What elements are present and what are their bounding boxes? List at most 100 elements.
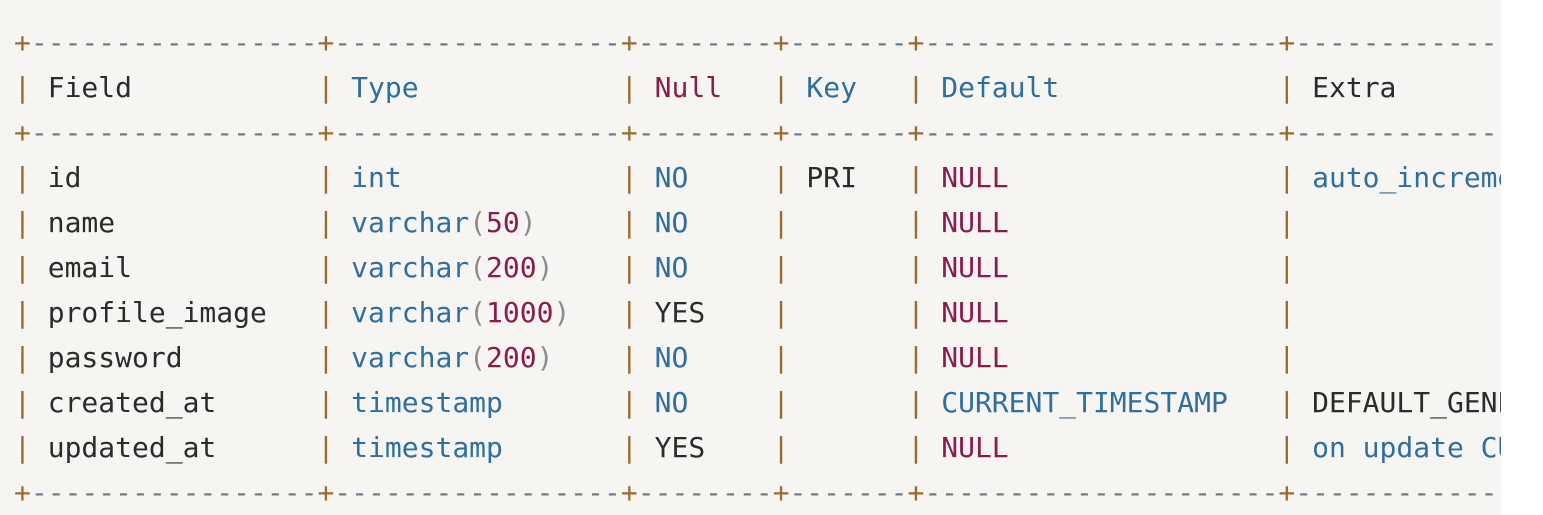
border-corner: + <box>620 116 638 149</box>
column-separator: | <box>14 296 31 329</box>
column-separator: | <box>620 161 638 194</box>
null-value: YES <box>654 431 706 464</box>
table-row: | email | varchar(200) | NO | | NULL | | <box>14 245 1501 290</box>
default-value: NULL <box>941 161 1009 194</box>
default-value: NULL <box>941 296 1009 329</box>
type-name: varchar <box>351 341 470 374</box>
border-corner: + <box>317 476 335 509</box>
border-corner: + <box>1278 116 1296 149</box>
field-name: name <box>47 206 116 239</box>
column-separator: | <box>1278 431 1296 464</box>
table-row: | created_at | timestamp | NO | | CURREN… <box>14 380 1501 425</box>
border-dashes: ----------------- <box>334 26 621 59</box>
table-row: | profile_image | varchar(1000) | YES | … <box>14 290 1501 335</box>
null-value: NO <box>654 161 689 194</box>
border-corner: + <box>1278 26 1296 59</box>
column-separator: | <box>1278 251 1296 284</box>
column-separator: | <box>317 341 335 374</box>
column-separator: | <box>1278 341 1296 374</box>
column-separator: | <box>1278 386 1296 419</box>
column-separator: | <box>14 341 31 374</box>
column-separator: | <box>14 386 31 419</box>
column-separator: | <box>907 161 925 194</box>
column-header-null: Null <box>654 71 723 104</box>
null-value: NO <box>654 341 689 374</box>
column-separator: | <box>317 386 335 419</box>
border-dashes: -------------------------------- <box>1295 26 1501 59</box>
field-name: updated_at <box>47 431 217 464</box>
column-separator: | <box>907 296 925 329</box>
type-length: 200 <box>486 251 537 284</box>
table-border-line: +-----------------+-----------------+---… <box>14 470 1501 515</box>
column-separator: | <box>907 71 925 104</box>
field-name: id <box>47 161 82 194</box>
column-separator: | <box>14 431 31 464</box>
code-block: +-----------------+-----------------+---… <box>0 0 1501 515</box>
border-dashes: ------- <box>789 476 908 509</box>
border-dashes: ----------------- <box>30 476 318 509</box>
table-border-line: +-----------------+-----------------+---… <box>14 20 1501 65</box>
type-name: timestamp <box>351 431 503 464</box>
type-length: 200 <box>486 341 537 374</box>
type-paren-close: ) <box>536 341 554 374</box>
border-corner: + <box>907 26 925 59</box>
column-separator: | <box>772 341 790 374</box>
column-separator: | <box>620 206 638 239</box>
table-row: | id | int | NO | PRI | NULL | auto_incr… <box>14 155 1501 200</box>
column-separator: | <box>1278 71 1296 104</box>
border-dashes: -------- <box>637 116 773 149</box>
column-separator: | <box>907 431 925 464</box>
column-separator: | <box>620 71 638 104</box>
column-separator: | <box>620 386 638 419</box>
border-corner: + <box>772 26 790 59</box>
column-separator: | <box>907 206 925 239</box>
column-separator: | <box>317 296 335 329</box>
table-row: | password | varchar(200) | NO | | NULL … <box>14 335 1501 380</box>
type-paren-open: ( <box>469 206 487 239</box>
mysql-describe-table: +-----------------+-----------------+---… <box>14 20 1501 515</box>
default-value: NULL <box>941 206 1009 239</box>
default-value: NULL <box>941 251 1009 284</box>
type-name: varchar <box>351 251 470 284</box>
null-value: NO <box>654 386 689 419</box>
border-corner: + <box>907 476 925 509</box>
column-header-type: Type <box>351 71 419 104</box>
border-corner: + <box>772 116 790 149</box>
border-corner: + <box>317 26 335 59</box>
border-corner: + <box>317 116 335 149</box>
table-row: | name | varchar(50) | NO | | NULL | | <box>14 200 1501 245</box>
table-header-row: | Field | Type | Null | Key | Default | … <box>14 65 1501 110</box>
border-corner: + <box>620 26 638 59</box>
default-value: NULL <box>941 431 1009 464</box>
extra-value: DEFAULT_GENERATED <box>1312 386 1501 419</box>
key-value: PRI <box>806 161 857 194</box>
column-header-key: Key <box>806 71 857 104</box>
column-separator: | <box>14 206 31 239</box>
field-name: email <box>47 251 133 284</box>
border-corner: + <box>907 116 925 149</box>
column-separator: | <box>14 251 31 284</box>
column-separator: | <box>772 161 790 194</box>
column-separator: | <box>317 431 335 464</box>
column-separator: | <box>14 161 31 194</box>
type-name: varchar <box>351 206 470 239</box>
column-separator: | <box>317 71 335 104</box>
column-separator: | <box>1278 296 1296 329</box>
column-separator: | <box>317 206 335 239</box>
column-separator: | <box>14 71 31 104</box>
column-separator: | <box>772 251 790 284</box>
default-value: CURRENT_TIMESTAMP <box>941 386 1228 419</box>
extra-value: on update CURRENT_TIMESTAMP <box>1312 431 1501 464</box>
column-header-default: Default <box>941 71 1060 104</box>
column-separator: | <box>1278 206 1296 239</box>
column-separator: | <box>772 431 790 464</box>
column-separator: | <box>907 386 925 419</box>
border-dashes: ----------------- <box>30 116 318 149</box>
type-paren-open: ( <box>469 251 487 284</box>
null-value: YES <box>654 296 706 329</box>
column-header-field: Field <box>47 71 133 104</box>
column-separator: | <box>772 296 790 329</box>
border-dashes: ----------------- <box>30 26 318 59</box>
type-paren-close: ) <box>519 206 537 239</box>
column-header-extra: Extra <box>1312 71 1397 104</box>
